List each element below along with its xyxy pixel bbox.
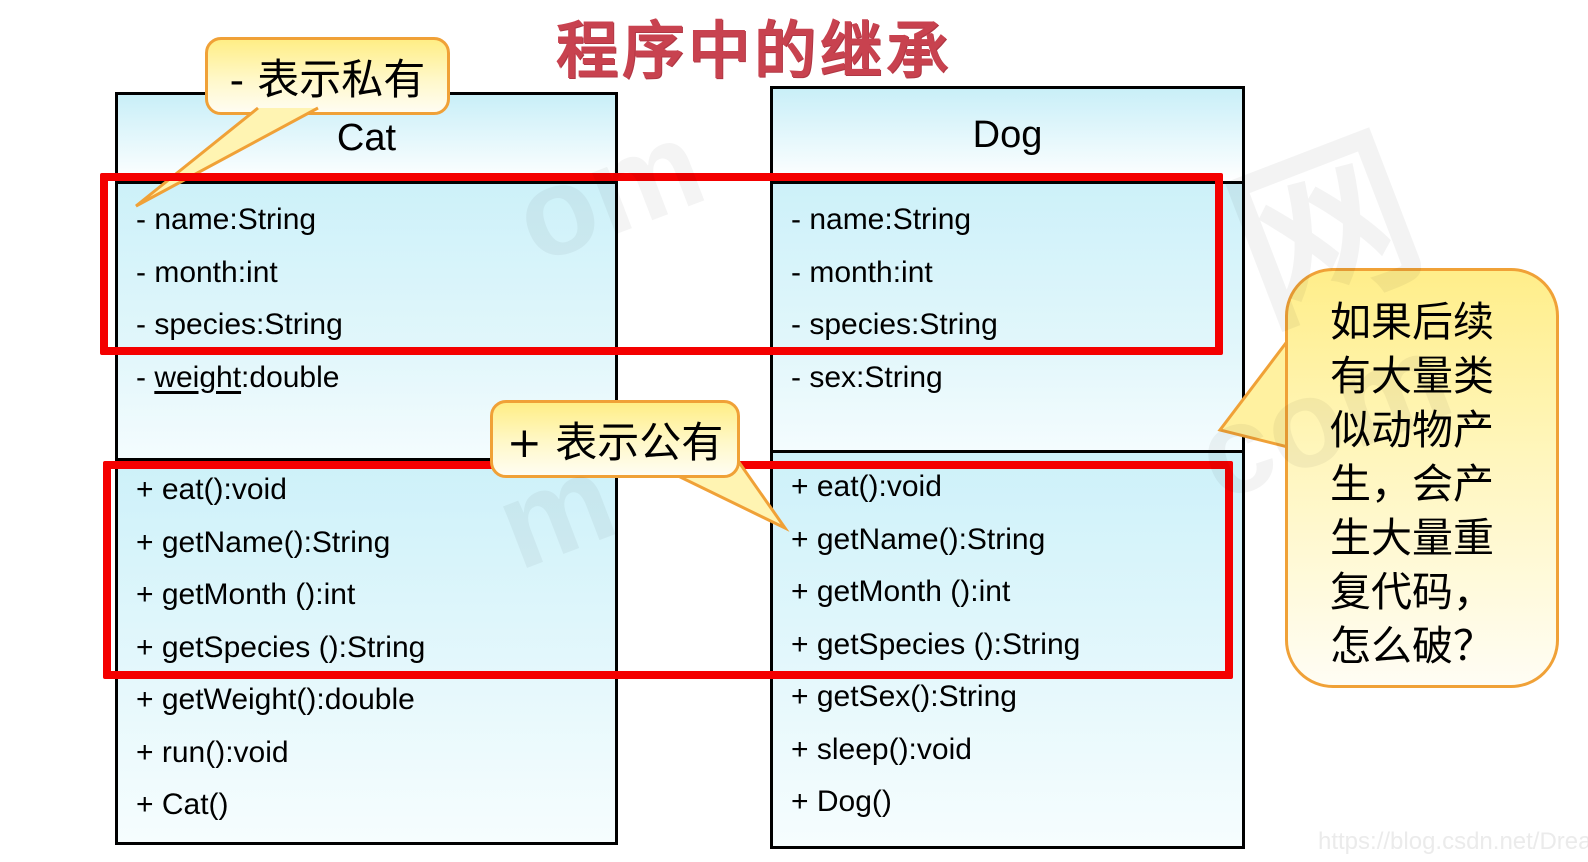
cat-attribute-row: - species:String [136, 308, 343, 341]
callout-private-note: - 表示私有 [205, 37, 450, 115]
dog-method-row: + sleep():void [791, 732, 972, 766]
dog-attribute-row: - name:String [791, 203, 972, 236]
dog-method-row: + getSpecies ():String [791, 627, 1081, 661]
dog-attribute-row: - month:int [791, 255, 933, 289]
dog-attribute-row: - sex:String [791, 360, 943, 394]
cat-method-row: + run():void [136, 735, 289, 769]
dog-class-box: Dog - name:String - month:int - species:St… [770, 86, 1245, 849]
cat-attributes-section: - name:String - month:int - species:String… [118, 184, 615, 461]
cat-method-row: + Cat() [136, 788, 229, 821]
cat-method-row: + getWeight():double [136, 683, 415, 716]
dog-method-row: + getName():String [791, 522, 1046, 556]
cat-attribute-row: - month:int [136, 255, 278, 289]
cat-methods-section: + eat():void + getName():String + getMonth… [118, 461, 615, 842]
page-title: 程序中的继承 [556, 17, 953, 86]
cat-method-row: + eat():void [136, 473, 287, 506]
dog-method-row: + getSex():String [791, 680, 1017, 713]
dog-class-name: Dog [773, 89, 1242, 184]
cat-method-row: + getSpecies ():String [136, 630, 426, 664]
dog-attributes-section: - name:String - month:int - species:String… [773, 184, 1242, 453]
dog-method-row: + Dog() [791, 785, 892, 818]
dog-attribute-row: - species:String [791, 308, 998, 341]
dog-method-row: + getMonth ():int [791, 575, 1011, 608]
cat-attribute-row: - name:String [136, 203, 317, 236]
watermark-url: https://blog.csdn.net/Dream_Weave [1318, 828, 1588, 855]
cat-method-row: + getName():String [136, 525, 391, 559]
callout-public-note: + 表示公有 [490, 400, 740, 478]
callout-question: 如果后续 有大量类 似动物产 生，会产 生大量重 复代码， 怎么破？ [1285, 268, 1559, 688]
cat-attribute-row: - weight:double [136, 360, 340, 394]
dog-method-row: + eat():void [791, 470, 942, 503]
cat-method-row: + getMonth ():int [136, 578, 356, 611]
cat-class-box: Cat - name:String- month:int- species:St… [115, 92, 618, 845]
dog-methods-section: + eat():void + getName():String + getMonth… [773, 453, 1242, 846]
